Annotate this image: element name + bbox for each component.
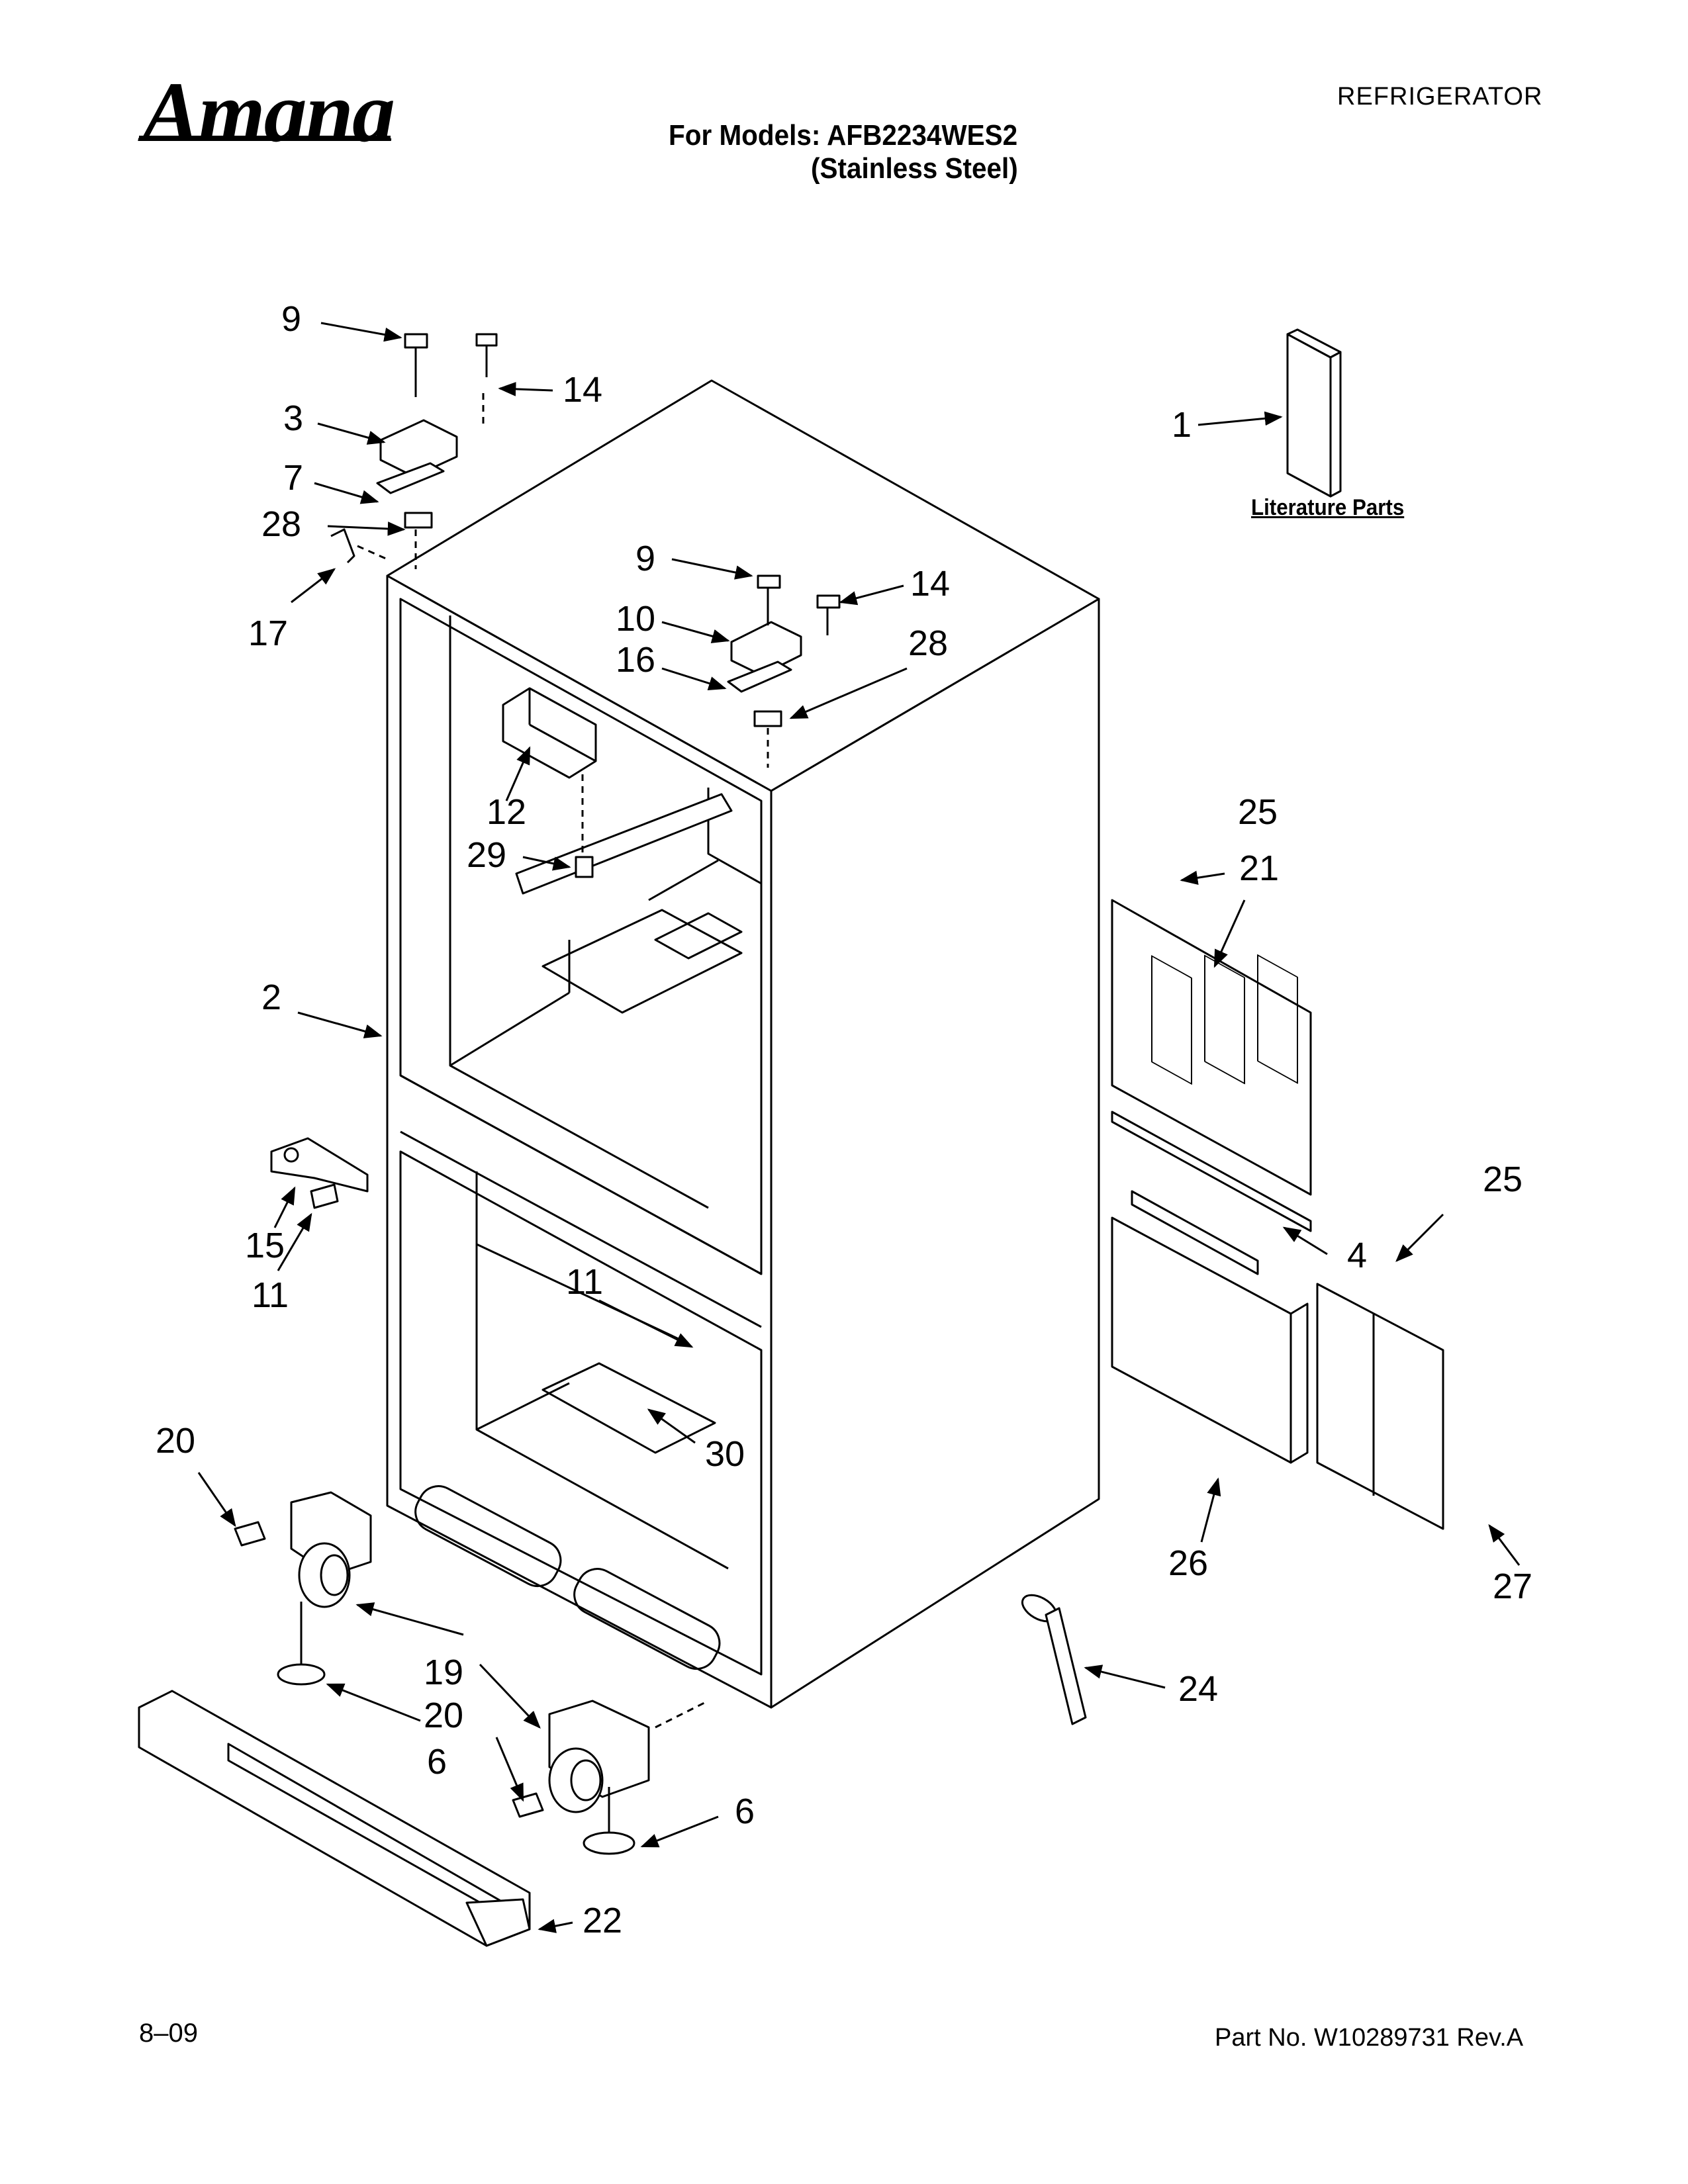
callout-10: 10 (616, 599, 655, 639)
callout-16: 16 (616, 640, 655, 680)
door-stop-clip (330, 528, 355, 564)
brand-logo-underline (139, 136, 391, 141)
callout-9: 9 (635, 539, 655, 578)
callout-2: 2 (261, 978, 281, 1017)
callout-9: 9 (281, 299, 301, 339)
callout-20: 20 (424, 1696, 463, 1735)
callout-17: 17 (248, 614, 288, 653)
control-housing (502, 687, 597, 878)
part-number: Part No. W10289731 Rev.A (1215, 2024, 1524, 2052)
literature-parts-label: Literature Parts (1251, 495, 1405, 520)
upper-hinge-right (727, 574, 841, 768)
callout-28: 28 (261, 504, 301, 544)
category-label: REFRIGERATOR (1337, 83, 1543, 111)
callout-25: 25 (1483, 1160, 1523, 1199)
callout-20: 20 (156, 1421, 195, 1461)
callout-19: 19 (424, 1653, 463, 1692)
leveling-tool (1021, 1594, 1087, 1725)
upper-hinge-left (376, 333, 498, 569)
callout-27: 27 (1493, 1567, 1532, 1606)
callout-7: 7 (283, 458, 303, 498)
machine-compartment-cover (1111, 899, 1312, 1275)
callout-6: 6 (427, 1742, 447, 1782)
callout-22: 22 (583, 1901, 622, 1940)
callout-30: 30 (705, 1434, 745, 1474)
callout-4: 4 (1347, 1236, 1367, 1275)
roller-assembly-right (512, 1700, 709, 1855)
cover-plate (1316, 1283, 1444, 1530)
callout-14: 14 (563, 370, 602, 410)
access-panel (1111, 1216, 1292, 1464)
callout-11: 11 (566, 1262, 603, 1302)
callout-25: 25 (1238, 792, 1278, 832)
callout-15: 15 (245, 1226, 285, 1265)
callout-12: 12 (487, 792, 526, 832)
callout-14: 14 (910, 564, 950, 604)
callout-26: 26 (1168, 1543, 1208, 1583)
literature-booklet (1286, 328, 1342, 498)
callout-24: 24 (1178, 1669, 1218, 1709)
brand-logo: Amana (142, 65, 395, 160)
model-number: For Models: AFB2234WES2 (669, 119, 1018, 152)
refrigerator-cabinet (386, 379, 1100, 1709)
center-hinge (270, 1137, 369, 1209)
callout-6: 6 (735, 1792, 755, 1831)
callout-21: 21 (1239, 848, 1279, 888)
callout-1: 1 (1172, 405, 1192, 445)
base-grille (138, 1690, 531, 1947)
callout-29: 29 (467, 835, 506, 875)
roller-assembly-left (234, 1491, 372, 1686)
revision-date: 8–09 (139, 2019, 198, 2048)
model-finish: (Stainless Steel) (811, 152, 1018, 185)
callout-28: 28 (908, 623, 948, 663)
callout-11: 11 (252, 1275, 289, 1315)
callout-3: 3 (283, 398, 303, 438)
